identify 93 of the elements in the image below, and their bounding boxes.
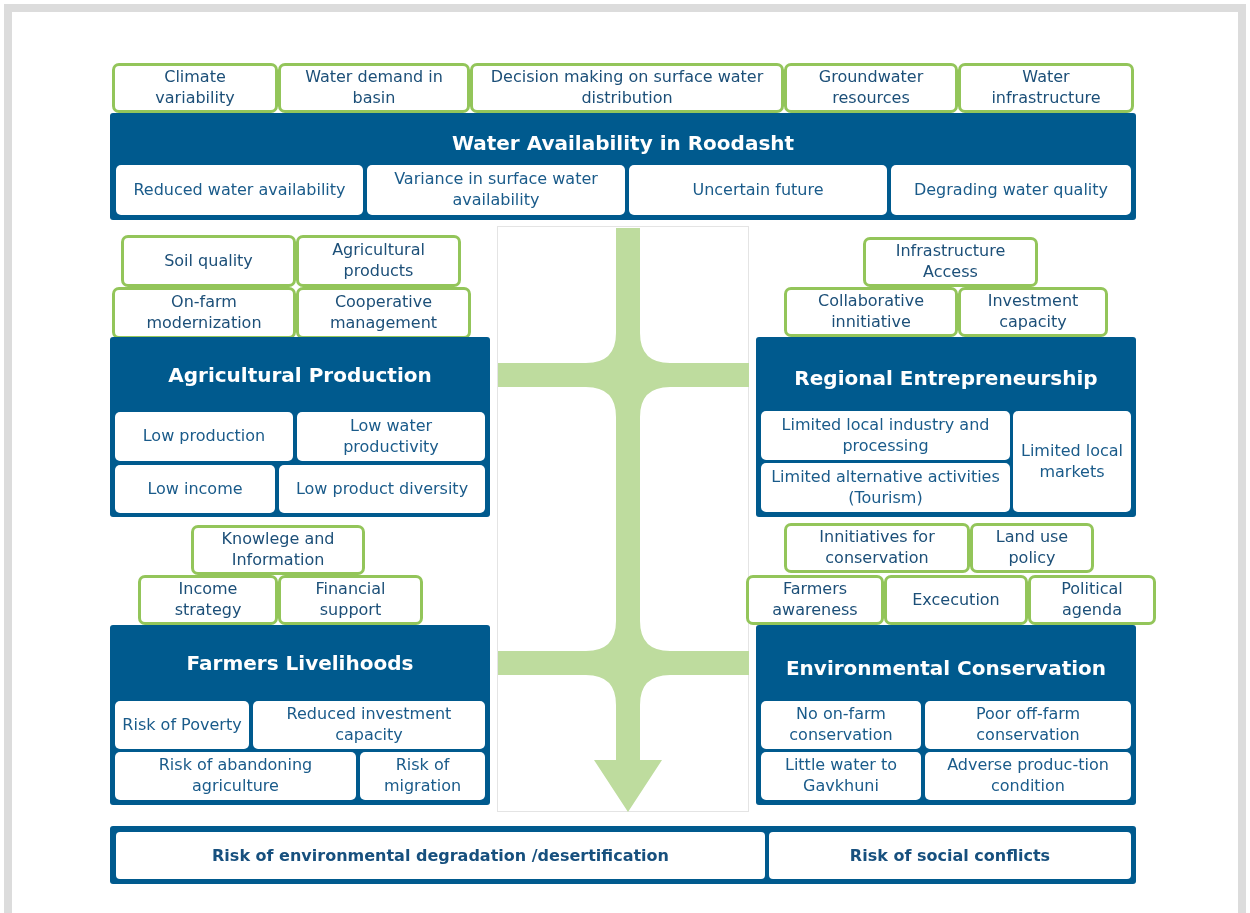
factor-box	[121, 235, 296, 287]
issue-box	[253, 701, 485, 749]
factor-label: Income strategy	[173, 579, 243, 621]
issue-label: Risk of Poverty	[122, 714, 242, 736]
category-panel	[110, 625, 490, 805]
factor-label: On-farm modernization	[145, 292, 263, 334]
factor-label: Decision making on surface water distribution	[489, 67, 765, 109]
issue-box	[115, 701, 249, 749]
issue-box	[360, 752, 485, 800]
factor-label: Investment capacity	[986, 291, 1080, 333]
issue-label: Low income	[147, 478, 243, 500]
issue-label: Adverse produc-tion condition	[946, 755, 1110, 797]
factor-label: Climate variability	[154, 67, 236, 109]
factor-label: Excecution	[912, 589, 1000, 611]
outcome-box	[116, 832, 765, 879]
panel-title: Agricultural Production	[167, 362, 433, 389]
issue-label: Reduced water availability	[133, 179, 346, 201]
factor-label: Cooperative management	[328, 292, 439, 334]
factor-label: Agricultural products	[331, 240, 426, 282]
issue-box	[116, 165, 363, 215]
factor-label: Political agenda	[1060, 579, 1124, 621]
factor-box	[958, 287, 1108, 337]
issue-box	[279, 465, 485, 513]
factor-box	[784, 287, 958, 337]
category-panel	[110, 337, 490, 517]
issue-label: Low product diversity	[295, 478, 469, 500]
factor-box	[296, 235, 461, 287]
issue-box	[891, 165, 1131, 215]
issue-box	[761, 463, 1010, 512]
issue-label: Limited local markets	[1020, 440, 1124, 483]
factor-box	[112, 63, 278, 113]
outcome-label: Risk of social conflicts	[849, 846, 1051, 865]
factor-box	[278, 63, 470, 113]
factor-label: Collaborative innitiative	[817, 291, 925, 333]
factor-label: Soil quality	[164, 250, 253, 272]
issue-box	[761, 752, 921, 800]
panel-title: Regional Entrepreneurship	[793, 364, 1099, 392]
panel-title: Environmental Conservation	[784, 654, 1108, 682]
issue-label: Risk of abandoning agriculture	[157, 755, 314, 797]
category-panel	[110, 113, 1136, 220]
category-panel	[110, 826, 1136, 884]
issue-box	[367, 165, 625, 215]
issue-box	[925, 752, 1131, 800]
issue-label: Variance in surface water availability	[393, 169, 599, 211]
issue-box	[115, 465, 275, 513]
panel-title: Farmers Livelihoods	[185, 650, 415, 677]
issue-label: Limited local industry and processing	[780, 414, 991, 457]
issue-label: Uncertain future	[692, 179, 824, 201]
factor-label: Water infrastructure	[990, 67, 1102, 109]
factor-box	[112, 287, 296, 339]
factor-label: Knowlege and Information	[220, 529, 336, 571]
factor-label: Farmers awareness	[771, 579, 859, 621]
factor-box	[470, 63, 784, 113]
factor-label: Financial support	[314, 579, 387, 621]
factor-box	[863, 237, 1038, 287]
factor-box	[278, 575, 423, 625]
factor-box	[191, 525, 365, 575]
outcome-label: Risk of environmental degradation /desertification	[212, 846, 669, 865]
factor-label: Land use policy	[994, 527, 1070, 569]
issue-label: Limited alternative activities (Tourism)	[770, 466, 1001, 509]
factor-box	[138, 575, 278, 625]
issue-box	[297, 412, 485, 461]
panel-title: Water Availability in Roodasht	[450, 130, 796, 157]
outcome-box	[769, 832, 1131, 879]
issue-label: Risk of migration	[382, 755, 463, 797]
factor-box	[296, 287, 471, 339]
issue-label: Little water to Gavkhuni	[784, 755, 898, 797]
issue-box	[115, 752, 356, 800]
factor-label: Water demand in basin	[304, 67, 444, 109]
issue-label: Degrading water quality	[913, 179, 1109, 201]
issue-label: Low water productivity	[342, 415, 440, 458]
issue-box	[925, 701, 1131, 749]
issue-box	[629, 165, 887, 215]
category-panel	[756, 625, 1136, 805]
factor-box	[784, 63, 958, 113]
issue-label: Reduced investment capacity	[285, 704, 453, 746]
issue-label: Poor off-farm conservation	[974, 704, 1082, 746]
issue-box	[761, 411, 1010, 460]
factor-label: Innitiatives for conservation	[818, 527, 936, 569]
factor-box	[958, 63, 1134, 113]
issue-box	[1013, 411, 1131, 512]
issue-box	[761, 701, 921, 749]
issue-box	[115, 412, 293, 461]
category-panel	[756, 337, 1136, 517]
factor-box	[884, 575, 1028, 625]
factor-box	[970, 523, 1094, 573]
issue-label: Low production	[142, 426, 266, 447]
factor-box	[784, 523, 970, 573]
factor-box	[746, 575, 884, 625]
factor-label: Infrastructure Access	[894, 241, 1007, 283]
factor-label: Groundwater resources	[817, 67, 925, 109]
factor-box	[1028, 575, 1156, 625]
issue-label: No on-farm conservation	[788, 704, 894, 746]
